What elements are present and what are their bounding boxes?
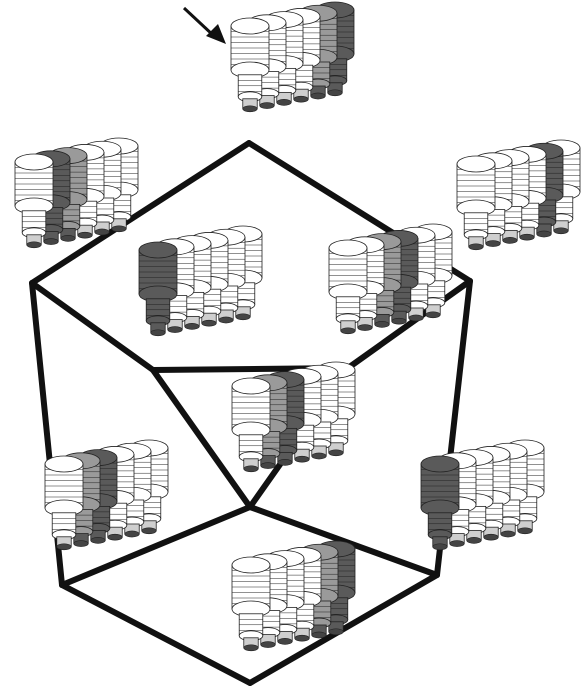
stack-column xyxy=(230,17,270,113)
graph-edge-bottom-left-bottom xyxy=(59,582,253,686)
graph-edge-center-bottom-right xyxy=(247,504,440,578)
stack-node-inner-right xyxy=(328,223,453,335)
stack-column xyxy=(14,153,54,249)
stack-column xyxy=(231,556,271,652)
stack-node-bottom xyxy=(231,540,356,652)
stack-node-left xyxy=(14,137,139,249)
graph-edge-left-inner-left xyxy=(29,280,156,373)
stack-node-right xyxy=(456,139,581,251)
graph-edge-right-inner-right xyxy=(345,278,473,371)
graph-nodes xyxy=(14,1,581,652)
stack-column xyxy=(456,155,496,251)
graph-edge-inner-left-center xyxy=(150,367,253,510)
stack-column xyxy=(420,455,460,551)
stack-node-top xyxy=(230,1,355,113)
stack-column xyxy=(231,377,271,473)
stack-node-inner-left xyxy=(138,225,263,337)
stack-column xyxy=(328,239,368,335)
stack-column xyxy=(44,455,84,551)
stack-node-bottom-right xyxy=(420,439,545,551)
graph-edge-center-bottom-left xyxy=(59,504,253,588)
stack-node-center xyxy=(231,361,356,473)
stack-node-bottom-left xyxy=(44,439,169,551)
graph-edge-top-left xyxy=(29,140,252,286)
stack-column xyxy=(138,241,178,337)
arrow-icon xyxy=(182,6,226,44)
